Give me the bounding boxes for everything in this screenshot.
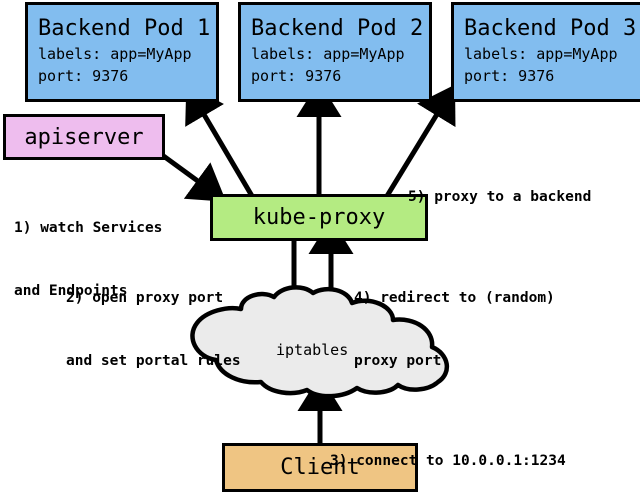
backend-pod-1-box[interactable]: Backend Pod 1 labels: app=MyApp port: 93… bbox=[25, 2, 219, 102]
edge-label-step2-line2: and set portal rules bbox=[66, 353, 241, 369]
backend-pod-2-port: port: 9376 bbox=[251, 67, 342, 85]
edge-label-step2: 2) open proxy port and set portal rules bbox=[66, 246, 241, 414]
edge-kubeproxy-to-pod1 bbox=[185, 84, 255, 198]
backend-pod-1-title: Backend Pod 1 bbox=[38, 16, 211, 41]
backend-pod-2-box[interactable]: Backend Pod 2 labels: app=MyApp port: 93… bbox=[238, 2, 432, 102]
backend-pod-3-labels: labels: app=MyApp bbox=[464, 45, 618, 63]
edge-label-step4-line2: proxy port bbox=[354, 353, 442, 369]
backend-pod-1-port: port: 9376 bbox=[38, 67, 129, 85]
edge-label-step1-line2: and Endpoints bbox=[14, 283, 128, 299]
kube-proxy-box[interactable]: kube-proxy bbox=[210, 194, 428, 241]
edge-label-step3: 3) connect to 10.0.0.1:1234 bbox=[330, 409, 566, 494]
backend-pod-3-title: Backend Pod 3 bbox=[464, 16, 637, 41]
edge-apiserver-to-kubeproxy bbox=[156, 149, 227, 202]
edge-label-step2-line1: 2) open proxy port bbox=[66, 290, 224, 306]
edge-label-step1-line1: 1) watch Services bbox=[14, 220, 163, 236]
edge-kubeproxy-to-pod3 bbox=[384, 84, 456, 198]
edge-label-step3-line1: 3) connect to 10.0.0.1:1234 bbox=[330, 453, 566, 469]
apiserver-label: apiserver bbox=[24, 124, 144, 150]
iptables-cloud bbox=[190, 285, 449, 399]
edge-label-step1: 1) watch Services and Endpoints bbox=[14, 176, 162, 344]
backend-pod-2-title: Backend Pod 2 bbox=[251, 16, 424, 41]
apiserver-box[interactable]: apiserver bbox=[3, 114, 165, 160]
client-box[interactable]: Client bbox=[222, 443, 418, 492]
edge-label-step4: 4) redirect to (random) proxy port bbox=[354, 246, 555, 414]
backend-pod-1-labels: labels: app=MyApp bbox=[38, 45, 192, 63]
kube-proxy-label: kube-proxy bbox=[252, 205, 386, 230]
edge-label-step5: 5) proxy to a backend bbox=[408, 145, 591, 250]
backend-pod-3-box[interactable]: Backend Pod 3 labels: app=MyApp port: 93… bbox=[451, 2, 640, 102]
iptables-label: iptables bbox=[276, 341, 349, 359]
backend-pod-2-labels: labels: app=MyApp bbox=[251, 45, 405, 63]
backend-pod-3-port: port: 9376 bbox=[464, 67, 555, 85]
client-label: Client bbox=[280, 455, 360, 480]
edge-label-step4-line1: 4) redirect to (random) bbox=[354, 290, 555, 306]
edge-label-step5-line1: 5) proxy to a backend bbox=[408, 189, 592, 205]
